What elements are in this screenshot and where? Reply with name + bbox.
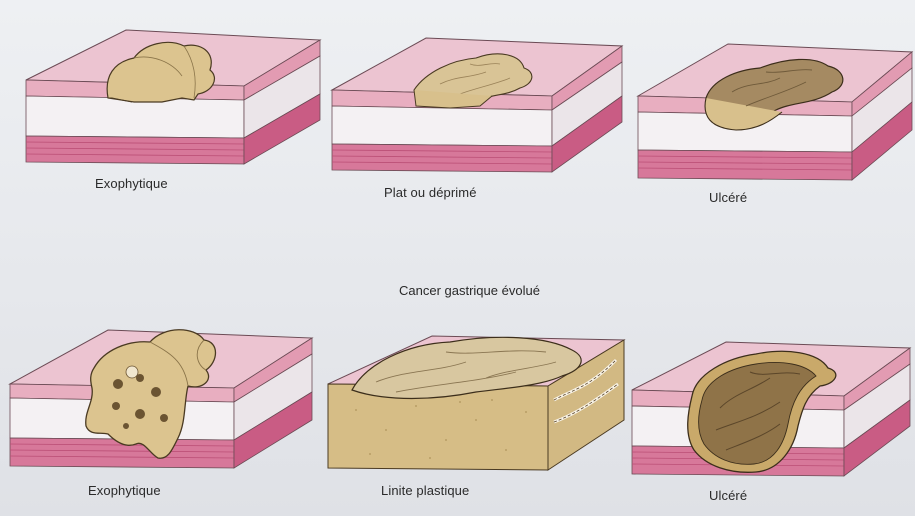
caption-top-right: Ulcéré [709, 190, 747, 205]
caption-bottom-middle: Linite plastique [381, 483, 469, 498]
caption-top-left: Exophytique [95, 176, 168, 191]
caption-top-middle: Plat ou déprimé [384, 185, 477, 200]
caption-bottom-left: Exophytique [88, 483, 161, 498]
diagram-linitis-plastica [326, 330, 626, 476]
diagram-early-ulcerated [636, 40, 915, 190]
diagram-early-exophytic [22, 18, 322, 168]
diagram-early-flat [330, 32, 630, 182]
diagram-advanced-exophytic [8, 322, 314, 474]
section-title: Cancer gastrique évolué [399, 283, 540, 298]
caption-bottom-right: Ulcéré [709, 488, 747, 503]
diagram-advanced-ulcerated [630, 338, 914, 482]
